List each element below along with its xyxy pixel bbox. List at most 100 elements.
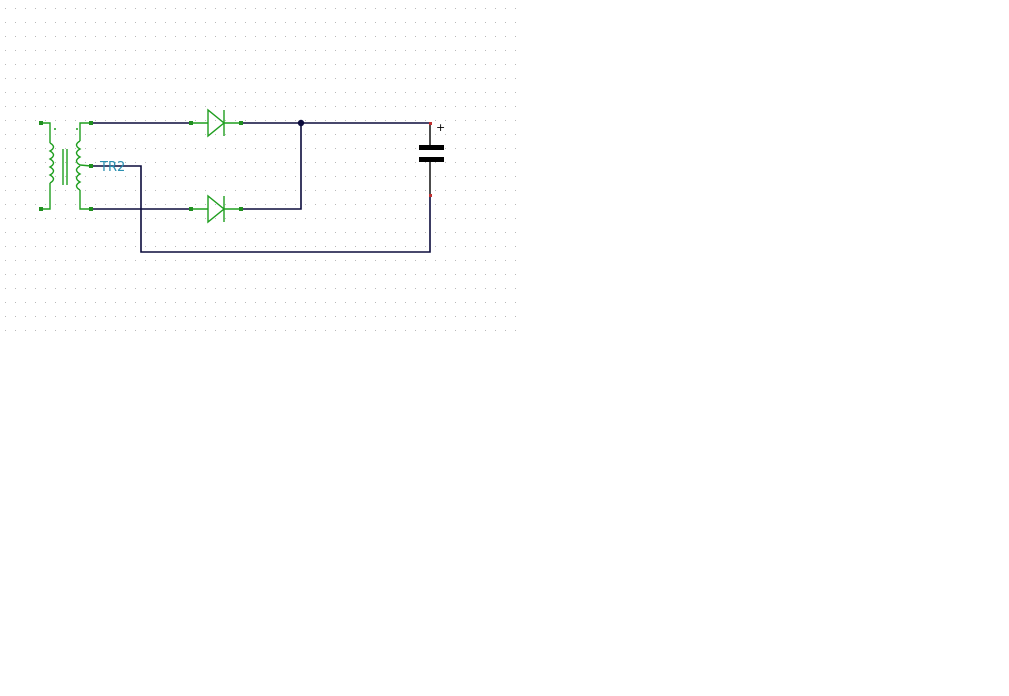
grid-dot [285,134,286,135]
grid-dot [445,134,446,135]
grid-dot [145,190,146,191]
grid-dot [215,330,216,331]
grid-dot [415,316,416,317]
grid-dot [425,204,426,205]
grid-dot [505,92,506,93]
diode-top-anode-pin[interactable] [189,121,193,125]
grid-dot [55,260,56,261]
grid-dot [255,134,256,135]
grid-dot [145,148,146,149]
grid-dot [45,274,46,275]
grid-dot [415,22,416,23]
grid-dot [425,316,426,317]
grid-dot [125,260,126,261]
grid-dot [355,260,356,261]
grid-dot [475,176,476,177]
grid-dot [75,120,76,121]
grid-dot [255,8,256,9]
grid-dot [435,176,436,177]
grid-dot [465,260,466,261]
grid-dot [35,274,36,275]
grid-dot [225,274,226,275]
capacitor-pin-positive[interactable] [429,122,432,125]
grid-dot [165,148,166,149]
grid-dot [205,204,206,205]
grid-dot [175,260,176,261]
grid-dot [385,218,386,219]
grid-dot [125,148,126,149]
grid-dot [515,8,516,9]
grid-dot [85,134,86,135]
grid-dot [225,50,226,51]
grid-dot [305,162,306,163]
grid-dot [355,36,356,37]
grid-dot [515,288,516,289]
grid-dot [235,36,236,37]
grid-dot [455,260,456,261]
grid-dot [25,232,26,233]
capacitor-pin-negative[interactable] [429,194,432,197]
transformer-dot-primary [54,128,56,130]
grid-dot [425,232,426,233]
diode-bottom-anode-pin[interactable] [189,207,193,211]
grid-dot [485,274,486,275]
grid-dot [405,162,406,163]
grid-dot [135,260,136,261]
grid-dot [315,106,316,107]
grid-dot [325,274,326,275]
grid-dot [215,190,216,191]
grid-dot [495,218,496,219]
grid-dot [55,246,56,247]
grid-dot [85,148,86,149]
grid-dot [185,162,186,163]
transformer-pin-5[interactable] [89,207,93,211]
grid-dot [205,190,206,191]
transformer-pin-2[interactable] [39,207,43,211]
grid-dot [355,302,356,303]
grid-dot [155,162,156,163]
grid-dot [355,22,356,23]
grid-dot [235,162,236,163]
diode-icon[interactable] [189,194,243,224]
grid-dot [205,92,206,93]
grid-dot [45,8,46,9]
grid-dot [135,218,136,219]
grid-dot [325,22,326,23]
grid-dot [105,8,106,9]
grid-dot [335,302,336,303]
grid-dot [245,190,246,191]
grid-dot [5,274,6,275]
grid-dot [345,204,346,205]
grid-dot [265,204,266,205]
grid-dot [85,260,86,261]
wire-center-tap-return[interactable] [90,165,431,253]
grid-dot [265,120,266,121]
grid-dot [65,260,66,261]
grid-dot [305,8,306,9]
grid-dot [155,22,156,23]
grid-dot [355,316,356,317]
grid-dot [145,232,146,233]
grid-dot [295,260,296,261]
transformer-pin-1[interactable] [39,121,43,125]
grid-dot [285,190,286,191]
grid-dot [405,134,406,135]
grid-dot [45,204,46,205]
grid-dot [175,134,176,135]
grid-dot [5,190,6,191]
grid-dot [175,302,176,303]
grid-dot [205,36,206,37]
diode-bottom-cathode-pin[interactable] [239,207,243,211]
transformer-pin-4[interactable] [89,164,93,168]
polarized-capacitor-icon[interactable]: + [419,121,445,197]
transformer-pin-3[interactable] [89,121,93,125]
diode-icon[interactable] [189,108,243,138]
grid-dot [135,50,136,51]
grid-dot [85,92,86,93]
grid-dot [415,120,416,121]
grid-dot [485,218,486,219]
diode-top-cathode-pin[interactable] [239,121,243,125]
transformer-icon[interactable]: TR2 [39,121,125,211]
grid-dot [415,218,416,219]
